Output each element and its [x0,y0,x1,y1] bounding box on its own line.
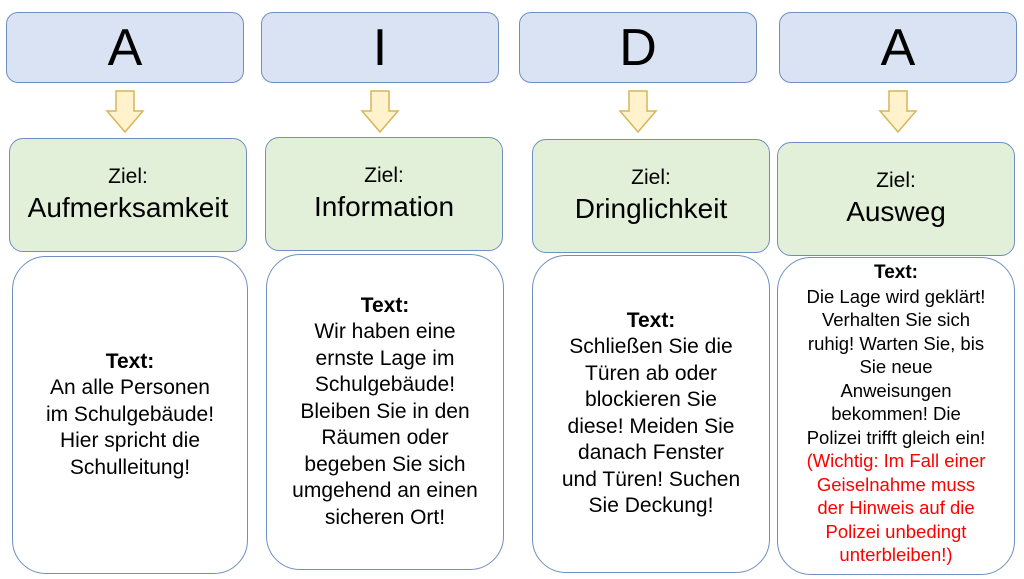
text-body: Die Lage wird geklärt! Verhalten Sie sic… [806,285,986,448]
text-box-action: Text: Die Lage wird geklärt! Verhalten S… [777,257,1015,575]
goal-label: Ziel: [364,164,404,187]
goal-box-action: Ziel: Ausweg [777,142,1015,256]
text-heading: Text: [874,262,918,283]
text-body: Wir haben eine ernste Lage im Schulgebäu… [292,320,478,529]
goal-value: Aufmerksamkeit [27,192,229,223]
down-arrow-icon [360,90,400,134]
text-heading: Text: [626,309,676,333]
goal-value: Ausweg [846,196,946,227]
goal-box-information: Ziel: Information [265,137,503,251]
letter-box-i: I [261,12,499,83]
text-box-information: Text: Wir haben eine ernste Lage im Schu… [266,254,504,570]
goal-label: Ziel: [631,166,671,189]
letter-i: I [372,18,388,77]
down-arrow-icon [618,90,658,134]
letter-a: A [880,18,916,77]
goal-value: Dringlichkeit [574,193,728,224]
warning-note: (Wichtig: Im Fall einer Geiselnahme muss… [806,450,986,565]
text-heading: Text: [360,294,410,317]
goal-box-attention: Ziel: Aufmerksamkeit [9,138,247,252]
text-box-urgency: Text: Schließen Sie die Türen ab oder bl… [532,255,770,573]
letter-box-a-second: A [779,12,1017,83]
letter-d: D [619,18,657,77]
goal-label: Ziel: [876,169,916,192]
text-body: Schließen Sie die Türen ab oder blockier… [561,335,741,518]
letter-a: A [107,18,143,77]
letter-box-a: A [6,12,244,83]
text-box-attention: Text: An alle Personen im Schulgebäude! … [12,256,248,574]
down-arrow-icon [878,90,918,134]
goal-value: Information [313,191,455,222]
text-heading: Text: [105,350,155,373]
goal-label: Ziel: [108,165,148,188]
down-arrow-icon [105,90,145,134]
letter-box-d: D [519,12,757,83]
goal-box-urgency: Ziel: Dringlichkeit [532,139,770,253]
text-body: An alle Personen im Schulgebäude! Hier s… [45,376,215,479]
